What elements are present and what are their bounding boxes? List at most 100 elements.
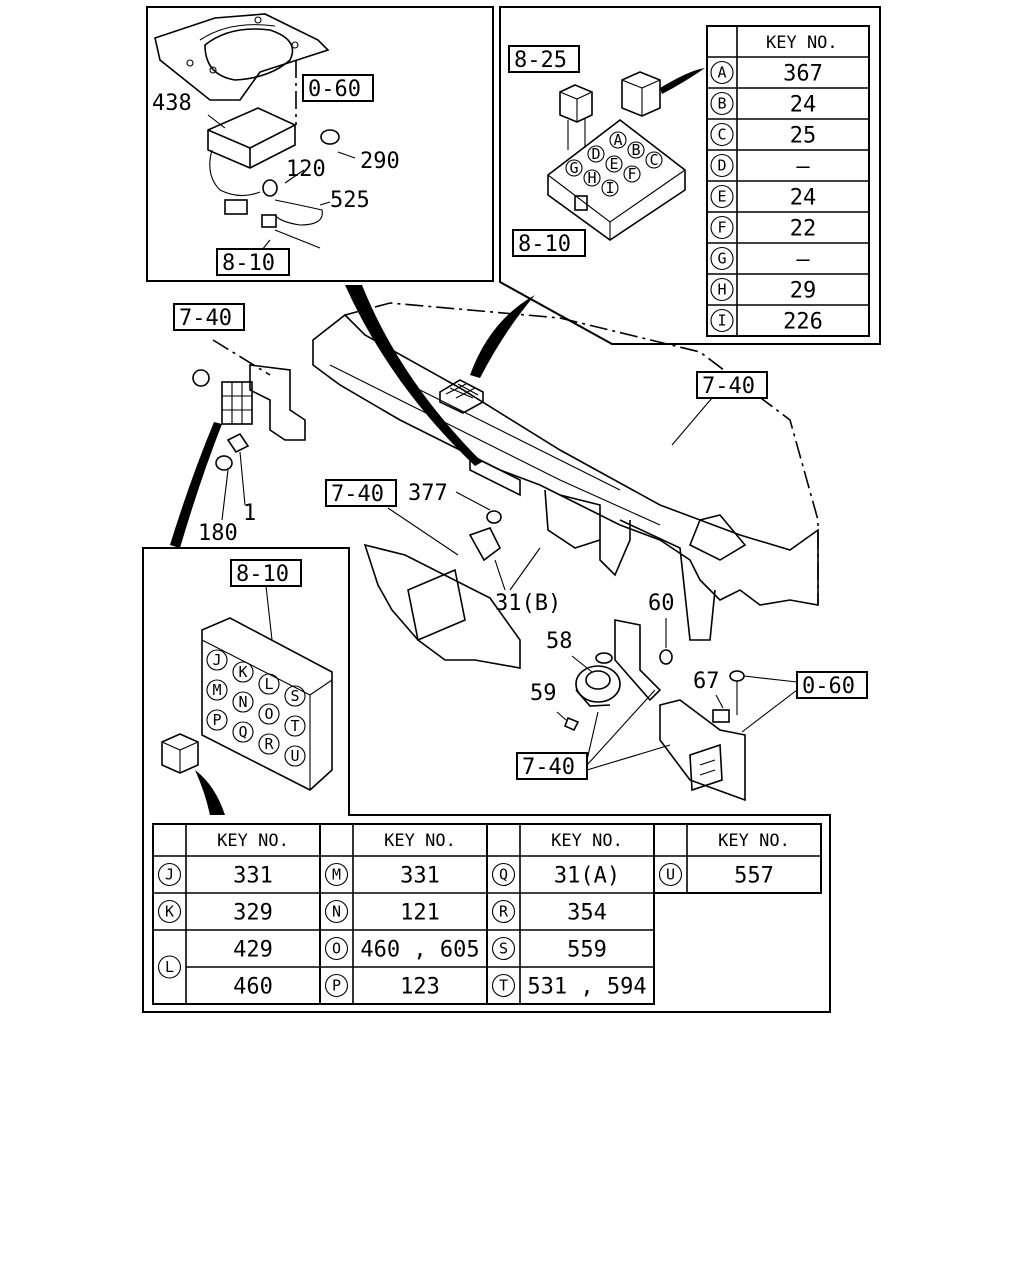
key-letter: J: [165, 866, 174, 884]
table-top-value: 226: [783, 310, 823, 335]
relay-slot-F: F: [623, 165, 641, 183]
table-top-value: 367: [783, 62, 823, 87]
label-8-10-c: 8-10: [236, 562, 289, 587]
key-letter: B: [717, 95, 726, 113]
relay-slot-J: J: [206, 649, 228, 671]
ref-7-40-right: [696, 371, 768, 399]
ref-7-40-mid: [325, 479, 397, 507]
key-circle: [206, 679, 228, 701]
table-bottom-value: 31(A): [554, 864, 620, 889]
relay-slot-L: L: [258, 673, 280, 695]
detail-panel-fuse-block: [142, 547, 831, 1013]
lower-right-bracket: [659, 699, 746, 802]
key-circle: [710, 184, 734, 209]
key-letter: M: [332, 866, 341, 884]
pointer-wedge-ecu: [345, 285, 482, 466]
table-bottom-value: 559: [567, 938, 607, 963]
left-bracket-assembly: [192, 339, 306, 521]
ref-0-60-right: [796, 671, 868, 699]
key-letter: F: [627, 165, 636, 183]
ref-7-40-left: [173, 303, 245, 331]
key-circle: [601, 179, 619, 197]
relay-block-center: [439, 379, 484, 414]
key-letter: U: [666, 866, 675, 884]
relay-slot-T: T: [284, 715, 306, 737]
key-circle: [284, 745, 306, 767]
table-top-value: —: [796, 155, 810, 180]
label-290: 290: [360, 149, 400, 174]
relay-slot-G: G: [565, 159, 583, 177]
table-bottom-key-R: R: [491, 899, 516, 924]
key-letter: L: [165, 958, 174, 976]
key-letter: Q: [238, 723, 247, 741]
label-7-40-bottom: 7-40: [522, 755, 575, 780]
relay-slot-U: U: [284, 745, 306, 767]
label-7-40-left: 7-40: [179, 306, 232, 331]
table-bottom-value: 460: [233, 975, 273, 1000]
key-circle: [324, 936, 349, 961]
key-letter: C: [649, 151, 658, 169]
table-top-key-D: D: [710, 153, 734, 178]
table-bottom-value: 557: [734, 864, 774, 889]
table-bottom-header: KEY NO.: [384, 831, 456, 851]
key-letter: C: [717, 126, 726, 144]
key-circle: [324, 899, 349, 924]
key-letter: N: [332, 903, 341, 921]
key-circle: [627, 141, 645, 159]
table-bottom-key-U: U: [658, 862, 683, 887]
key-circle: [605, 155, 623, 173]
relay-slot-K: K: [232, 661, 254, 683]
key-letter: M: [212, 681, 221, 699]
table-bottom-value: 331: [233, 864, 273, 889]
relay-slot-M: M: [206, 679, 228, 701]
table-bottom-value: 354: [567, 901, 607, 926]
label-67: 67: [693, 669, 720, 694]
key-circle: [658, 862, 683, 887]
relay-slot-B: B: [627, 141, 645, 159]
table-top-key-C: C: [710, 122, 734, 147]
relay-block-top: [547, 118, 686, 241]
table-top-value: 25: [790, 124, 817, 149]
key-circle: [232, 661, 254, 683]
nut-377: [486, 510, 502, 524]
clip-60: [659, 649, 673, 665]
key-circle: [710, 277, 734, 302]
label-525: 525: [330, 188, 370, 213]
key-letter: G: [717, 250, 726, 268]
relay-slot-P: P: [206, 709, 228, 731]
key-circle: [710, 246, 734, 271]
label-180: 180: [198, 521, 238, 546]
key-circle: [232, 691, 254, 713]
table-top-key-H: H: [710, 277, 734, 302]
table-bottom-key-Q: Q: [491, 862, 516, 887]
key-letter: T: [290, 717, 299, 735]
table-top-key-A: A: [710, 60, 734, 85]
horn-58: [563, 652, 621, 732]
key-letter: A: [717, 64, 726, 82]
relay-slot-S: S: [284, 685, 306, 707]
table-bottom-value: 460 , 605: [360, 938, 479, 963]
ref-0-60-top: [302, 74, 374, 102]
key-letter: B: [631, 141, 640, 159]
key-letter: O: [332, 940, 341, 958]
pointer-wedge-relay: [470, 295, 535, 378]
table-top-value: 22: [790, 217, 817, 242]
ref-8-25: [508, 45, 580, 73]
table-bottom-key-O: O: [324, 936, 349, 961]
key-circle: [710, 215, 734, 240]
table-top-value: 24: [790, 93, 817, 118]
relay-cube-bottom: [161, 733, 199, 774]
table-bottom-value: 531 , 594: [527, 975, 646, 1000]
label-8-25: 8-25: [514, 48, 567, 73]
table-bottom-key-N: N: [324, 899, 349, 924]
key-letter: O: [264, 705, 273, 723]
table-bottom-value: 429: [233, 938, 273, 963]
key-circle: [491, 899, 516, 924]
table-bottom-header: KEY NO.: [718, 831, 790, 851]
key-letter: H: [587, 169, 596, 187]
key-circle: [258, 733, 280, 755]
label-438: 438: [152, 91, 192, 116]
